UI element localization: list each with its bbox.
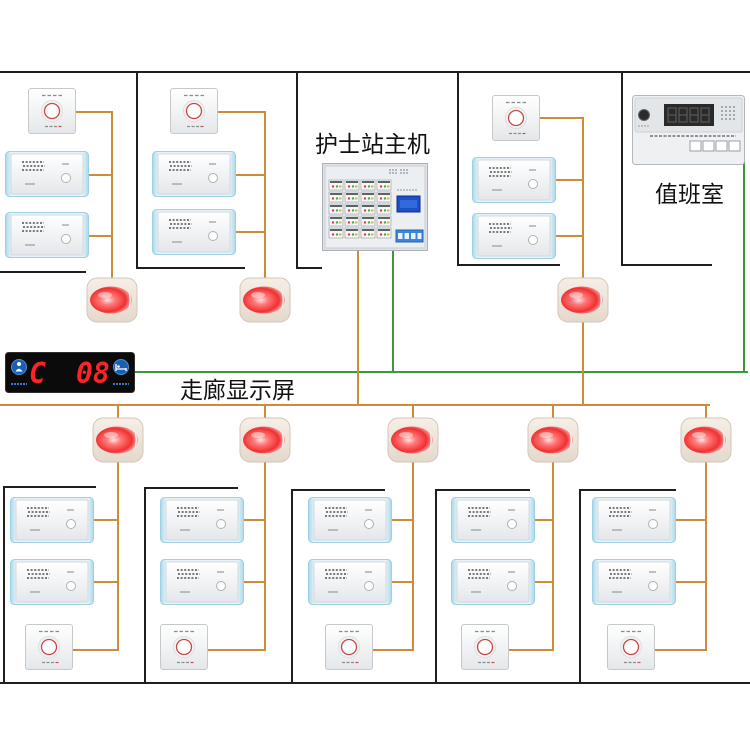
room-2-corridor-light-icon [239, 277, 291, 323]
lower-room-a-bedside-unit-2-icon [10, 559, 94, 605]
room-3-bedside-unit-1-icon [472, 157, 556, 203]
lower-room-b-bedside-unit-2-icon [160, 559, 244, 605]
volume-knob-icon [638, 109, 650, 121]
lower-room-d-wall [435, 489, 530, 683]
green-bus-wire [135, 140, 748, 373]
lower-room-c-wall [291, 489, 385, 683]
lower-room-c-call-button-icon [325, 624, 373, 670]
speaker-grille-icon [721, 106, 735, 120]
wall-lines [0, 71, 750, 684]
room-3-call-button-icon [492, 95, 540, 141]
lower-room-c-bedside-unit-2-icon [308, 559, 392, 605]
lower-room-a-wiring [73, 405, 119, 651]
display-number: 08 [76, 357, 110, 390]
duty-room-label: 值班室 [655, 182, 724, 208]
room-2-wall [136, 72, 245, 269]
corridor-led-display: C 08 [5, 352, 135, 393]
room-2-bedside-unit-1-icon [152, 151, 236, 197]
corridor-display-label: 走廊显示屏 [180, 378, 295, 404]
lower-room-c-corridor-light-icon [387, 417, 439, 463]
room-1-call-button-icon [28, 88, 76, 134]
room-3-wall [457, 72, 560, 266]
lower-room-c-wiring [373, 405, 414, 651]
lower-room-a-corridor-light-icon [92, 417, 144, 463]
room-3-bedside-unit-2-icon [472, 213, 556, 259]
duty-unit-buttons [689, 140, 741, 152]
display-prefix: C [29, 357, 46, 390]
room-2-call-button-icon [170, 88, 218, 134]
lower-room-e-corridor-light-icon [680, 417, 732, 463]
room-1-corridor-light-icon [86, 277, 138, 323]
lower-room-b-bedside-unit-1-icon [160, 497, 244, 543]
room-1-bedside-unit-1-icon [5, 151, 89, 197]
nurse-icon [11, 359, 27, 375]
lower-room-b-wiring [208, 405, 266, 651]
host-call-indicator-grid [328, 179, 392, 239]
nurse-station-wall-left [296, 72, 322, 269]
lower-room-d-bedside-unit-2-icon [451, 559, 535, 605]
room-1-wiring [76, 111, 113, 283]
room-3-corridor-light-icon [557, 277, 609, 323]
lower-room-e-bedside-unit-1-icon [592, 497, 676, 543]
lower-room-a-wall [3, 486, 96, 683]
lower-room-e-call-button-icon [607, 624, 655, 670]
lower-room-b-call-button-icon [160, 624, 208, 670]
nurse-station-host-icon [322, 163, 428, 251]
lower-room-b-corridor-light-icon [239, 417, 291, 463]
lower-room-e-bedside-unit-2-icon [592, 559, 676, 605]
room-2-wiring [218, 111, 266, 283]
lower-room-a-call-button-icon [25, 624, 73, 670]
duty-room-unit-icon [632, 95, 745, 165]
lower-room-e-wall [579, 489, 676, 683]
bed-icon [113, 359, 129, 375]
lower-room-d-call-button-icon [461, 624, 509, 670]
room-1-bedside-unit-2-icon [5, 212, 89, 258]
duty-led-display [664, 104, 714, 126]
duty-room-wall [621, 72, 712, 266]
lower-room-b-wall [144, 487, 238, 683]
lower-room-d-wiring [509, 405, 554, 651]
orange-call-wire [0, 111, 710, 651]
host-speaker-grille-icon [389, 169, 408, 174]
nurse-station-label: 护士站主机 [315, 132, 430, 158]
room-2-bedside-unit-2-icon [152, 209, 236, 255]
lower-room-a-bedside-unit-1-icon [10, 497, 94, 543]
host-keypad [395, 229, 424, 243]
lower-room-c-bedside-unit-1-icon [308, 497, 392, 543]
lower-room-d-corridor-light-icon [527, 417, 579, 463]
lower-room-d-bedside-unit-1-icon [451, 497, 535, 543]
lower-room-e-wiring [655, 405, 707, 651]
